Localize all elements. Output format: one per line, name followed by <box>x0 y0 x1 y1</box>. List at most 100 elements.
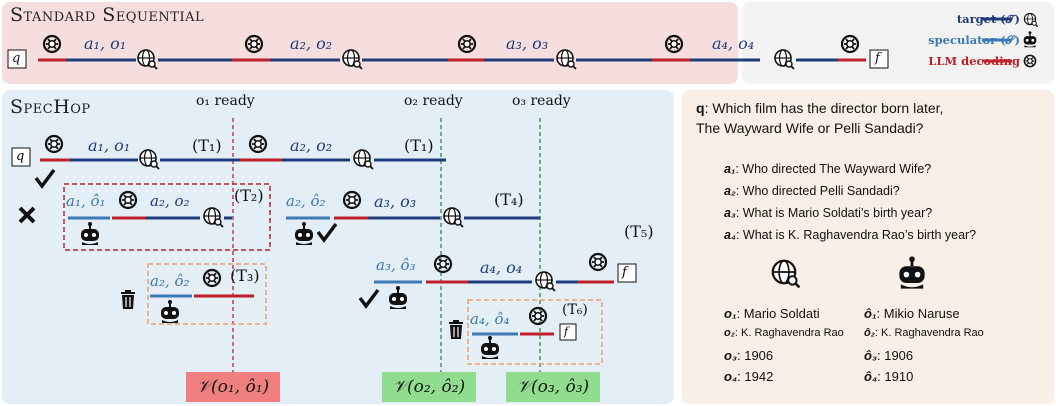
robot-icon <box>80 221 100 246</box>
hop-f-box <box>617 263 637 283</box>
check-icon <box>316 222 338 243</box>
sub-question-4: a₄: What is K. Raghavendra Rao’s birth y… <box>724 228 976 242</box>
thread-t4: (T₄) <box>494 190 524 209</box>
speculation-3-label: ô₃ <box>864 348 877 363</box>
legend-globe-icon <box>1023 12 1039 28</box>
gpt-icon <box>840 34 860 54</box>
hop-step-r1a: a₁, o₁ <box>88 136 131 155</box>
observation-3-label: o₃ <box>724 348 737 363</box>
hop-step-r2c: a₂, ô₂ <box>286 192 326 210</box>
speculation-2-label: ô₂ <box>864 327 875 339</box>
hop-step-r4a: a₃, ô₃ <box>376 256 416 274</box>
observation-2-label: o₂ <box>724 327 735 339</box>
seq-step-2: a₂, o₂ <box>290 34 333 53</box>
reject-x-icon <box>18 206 36 224</box>
observation-1-label: o₁ <box>724 306 737 321</box>
gpt-icon <box>664 34 684 54</box>
question-text-1: : Which film has the director born later… <box>704 100 944 116</box>
sub-question-1: a₁: Who directed The Wayward Wife? <box>724 162 931 176</box>
seq-q-label: q <box>12 51 21 66</box>
observation-1: o₁: Mario Soldati <box>724 306 820 321</box>
hop-f-label: f <box>622 265 627 280</box>
trash-icon <box>120 289 136 310</box>
observation-1-text: : Mario Soldati <box>736 306 820 321</box>
speculation-1: ô₁: Mikio Naruse <box>864 306 960 321</box>
gpt-icon <box>588 252 608 272</box>
sub-question-4-text: : What is K. Raghavendra Rao’s birth yea… <box>735 228 977 242</box>
gpt-icon <box>244 34 264 54</box>
gpt-icon <box>202 268 222 288</box>
verify-o1: 𝒱(o₁, ô₁) <box>186 372 280 402</box>
globe-icon <box>771 259 801 289</box>
gpt-icon <box>118 190 138 210</box>
hop-q-box <box>11 147 31 167</box>
robot-icon <box>294 221 314 246</box>
speculation-3: ô₃: 1906 <box>864 348 913 363</box>
sub-question-4-label: a₄ <box>724 228 736 242</box>
verify-o3: 𝒱(o₃, ô₃) <box>506 372 600 402</box>
legend-panel <box>742 2 1054 84</box>
hop-step-r2b: a₂, o₂ <box>150 192 190 210</box>
verify-o2: 𝒱(o₂, ô₂) <box>382 372 476 402</box>
standard-sequential-panel <box>2 2 738 84</box>
hop-step-r3a: a₂, ô₂ <box>150 272 190 290</box>
speculation-2: ô₂: K. Raghavendra Rao <box>864 327 984 339</box>
sub-question-1-label: a₁ <box>724 162 736 176</box>
globe-icon <box>342 49 363 70</box>
speculation-1-text: : Mikio Naruse <box>876 306 960 321</box>
speculation-3-text: : 1906 <box>877 348 914 363</box>
legend-gpt-icon <box>1023 54 1037 68</box>
robot-icon <box>388 285 408 310</box>
robot-icon <box>160 299 180 324</box>
speculation-4-text: : 1910 <box>877 369 914 384</box>
sub-question-1-text: : Who directed The Wayward Wife? <box>735 162 932 176</box>
legend-llm-label: LLM decoding <box>928 54 1020 68</box>
gpt-icon <box>248 134 268 154</box>
sub-question-2-label: a₂ <box>724 184 736 198</box>
observation-2: o₂: K. Raghavendra Rao <box>724 327 844 339</box>
gpt-icon <box>433 254 453 274</box>
ready-o3: o₃ ready <box>512 93 571 109</box>
trash-icon <box>448 319 464 340</box>
globe-icon <box>535 271 556 292</box>
seq-step-1: a₁, o₁ <box>84 34 127 53</box>
hop-f-box-small <box>559 323 577 341</box>
speculation-1-label: ô₁ <box>864 306 877 321</box>
legend-robot-icon <box>1023 30 1037 48</box>
hop-step-r2a: a₁, ô₁ <box>66 192 106 210</box>
seq-q-box <box>7 49 27 69</box>
gpt-icon <box>42 34 62 54</box>
legend-speculator-label: speculator (𝒮) <box>928 33 1020 47</box>
observation-4: o₄: 1942 <box>724 369 773 384</box>
seq-step-3: a₃, o₃ <box>506 34 549 53</box>
thread-t6: (T₆) <box>562 302 588 318</box>
globe-icon <box>137 49 158 70</box>
ready-o1: o₁ ready <box>196 93 255 109</box>
globe-icon <box>139 149 160 170</box>
check-icon <box>358 288 380 309</box>
hop-f-label-small: f <box>564 325 569 338</box>
seq-f-box <box>869 49 889 69</box>
gpt-icon <box>342 190 362 210</box>
thread-t1: (T₁) <box>192 136 222 155</box>
robot-icon <box>480 335 500 360</box>
ready-o2: o₂ ready <box>404 93 463 109</box>
thread-t2: (T₂) <box>234 186 264 205</box>
speculation-4-label: ô₄ <box>864 369 878 384</box>
observation-2-text: : K. Raghavendra Rao <box>734 327 844 339</box>
speculation-box-t6 <box>467 299 603 365</box>
question-panel <box>682 90 1054 404</box>
speculation-2-text: : K. Raghavendra Rao <box>874 327 984 339</box>
seq-f-label: f <box>875 51 880 66</box>
observation-4-label: o₄ <box>724 369 738 384</box>
thread-t3: (T₃) <box>230 266 260 285</box>
sub-question-2-text: : Who directed Pelli Sandadi? <box>735 184 900 198</box>
speculation-4: ô₄: 1910 <box>864 369 913 384</box>
question-text-2: The Wayward Wife or Pelli Sandadi? <box>696 120 924 136</box>
sub-question-3-text: : What is Mario Soldati’s birth year? <box>735 206 933 220</box>
observation-3-text: : 1906 <box>737 348 774 363</box>
question-line-1: q: Which film has the director born late… <box>696 100 943 116</box>
hop-step-r5a: a₄, ô₄ <box>470 310 510 328</box>
globe-icon <box>556 49 577 70</box>
seq-step-4: a₄, o₄ <box>712 34 755 53</box>
